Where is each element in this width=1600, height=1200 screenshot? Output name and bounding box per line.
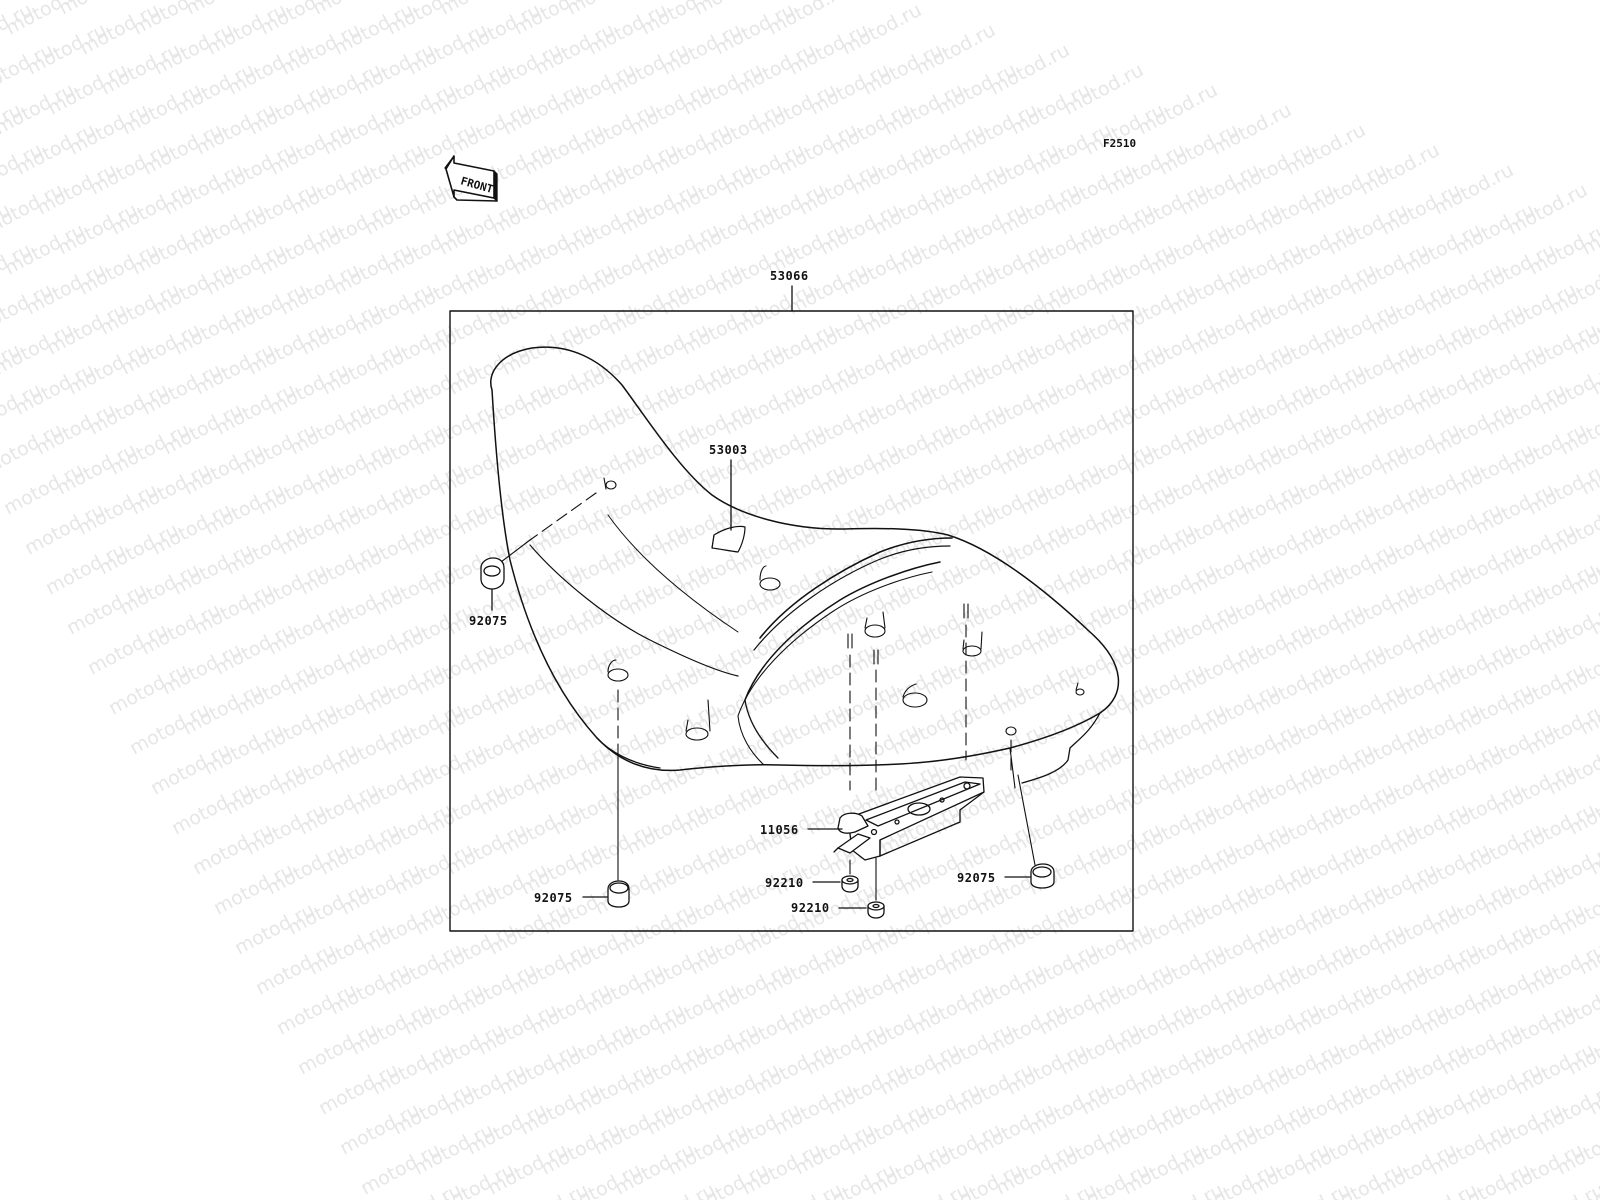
assembly-frame xyxy=(449,310,1134,932)
damper-front xyxy=(607,880,630,908)
assembly-lines xyxy=(529,492,1012,791)
damper-right xyxy=(1030,863,1055,889)
callout-53066: 53066 xyxy=(770,269,809,283)
damper-left xyxy=(480,557,505,590)
seat-bracket xyxy=(833,776,985,861)
seat-body xyxy=(490,346,1120,789)
mounting-holes xyxy=(603,477,1085,741)
callout-92210-upper: 92210 xyxy=(765,876,804,890)
callout-53003: 53003 xyxy=(709,443,748,457)
figure-code: F2510 xyxy=(1103,137,1136,150)
callout-92075-right: 92075 xyxy=(957,871,996,885)
callout-92210-lower: 92210 xyxy=(791,901,830,915)
bolt-studs xyxy=(847,603,969,665)
callout-11056: 11056 xyxy=(760,823,799,837)
callout-92075-left: 92075 xyxy=(469,614,508,628)
front-arrow-icon: FRONT xyxy=(444,155,498,202)
nut-upper xyxy=(841,875,859,893)
assembly-solid-lines xyxy=(496,539,1036,901)
callout-92075-front: 92075 xyxy=(534,891,573,905)
nut-lower xyxy=(867,901,885,919)
